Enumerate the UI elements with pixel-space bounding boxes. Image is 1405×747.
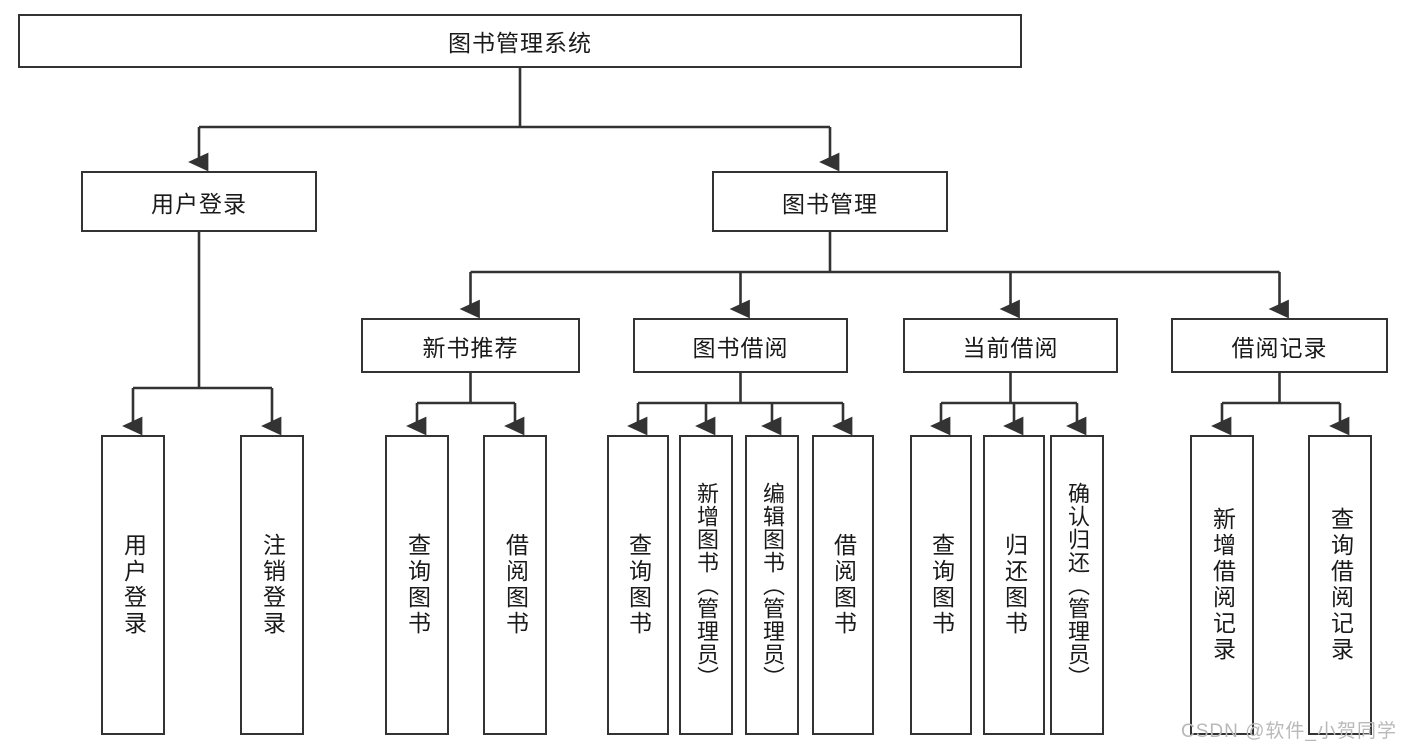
node-current-borrowing[interactable]: 当前借阅 bbox=[903, 318, 1118, 373]
node-label: 图书管理系统 bbox=[448, 30, 592, 56]
node-root-library-management-system[interactable]: 图书管理系统 bbox=[18, 14, 1022, 68]
node-label: 新书推荐 bbox=[422, 334, 519, 361]
node-label: 借阅图书 bbox=[830, 533, 857, 637]
csdn-watermark: CSDN @软件_小贺同学 bbox=[1181, 721, 1397, 742]
leaf-logout[interactable]: 注销登录 bbox=[240, 435, 304, 735]
leaf-borrow-book-borrowing[interactable]: 借阅图书 bbox=[812, 435, 874, 735]
node-label: 图书管理 bbox=[782, 190, 878, 217]
node-label: 借阅记录 bbox=[1231, 334, 1328, 361]
node-user-login[interactable]: 用户登录 bbox=[81, 171, 317, 232]
node-book-management[interactable]: 图书管理 bbox=[712, 171, 948, 232]
node-label: 查询借阅记录 bbox=[1327, 507, 1354, 663]
leaf-edit-book-admin[interactable]: 编辑图书（管理员） bbox=[745, 435, 799, 735]
node-new-book-recommendation[interactable]: 新书推荐 bbox=[361, 318, 580, 373]
node-label: 借阅图书 bbox=[502, 533, 529, 637]
node-label: 用户登录 bbox=[151, 190, 247, 217]
leaf-query-borrowing-record[interactable]: 查询借阅记录 bbox=[1308, 435, 1372, 735]
node-label: 新增借阅记录 bbox=[1209, 507, 1236, 663]
node-borrowing-record[interactable]: 借阅记录 bbox=[1171, 318, 1388, 373]
node-label: 查询图书 bbox=[928, 533, 955, 637]
leaf-user-login[interactable]: 用户登录 bbox=[101, 435, 165, 735]
node-label: 图书借阅 bbox=[692, 334, 789, 361]
leaf-query-book-current[interactable]: 查询图书 bbox=[910, 435, 972, 735]
leaf-query-book-borrowing[interactable]: 查询图书 bbox=[607, 435, 669, 735]
node-label: 查询图书 bbox=[625, 533, 652, 637]
node-label: 新增图书（管理员） bbox=[694, 481, 719, 689]
leaf-confirm-return-admin[interactable]: 确认归还（管理员） bbox=[1050, 435, 1104, 735]
leaf-add-book-admin[interactable]: 新增图书（管理员） bbox=[679, 435, 733, 735]
leaf-return-book[interactable]: 归还图书 bbox=[983, 435, 1045, 735]
node-label: 注销登录 bbox=[259, 533, 286, 637]
node-book-borrowing[interactable]: 图书借阅 bbox=[633, 318, 848, 373]
leaf-borrow-book-recommendation[interactable]: 借阅图书 bbox=[483, 435, 547, 735]
node-label: 归还图书 bbox=[1001, 533, 1028, 637]
node-label: 用户登录 bbox=[120, 533, 147, 637]
leaf-query-book-recommendation[interactable]: 查询图书 bbox=[385, 435, 449, 735]
node-label: 当前借阅 bbox=[962, 334, 1059, 361]
node-label: 确认归还（管理员） bbox=[1065, 481, 1090, 689]
leaf-add-borrowing-record[interactable]: 新增借阅记录 bbox=[1190, 435, 1254, 735]
node-label: 编辑图书（管理员） bbox=[760, 481, 785, 689]
node-label: 查询图书 bbox=[404, 533, 431, 637]
